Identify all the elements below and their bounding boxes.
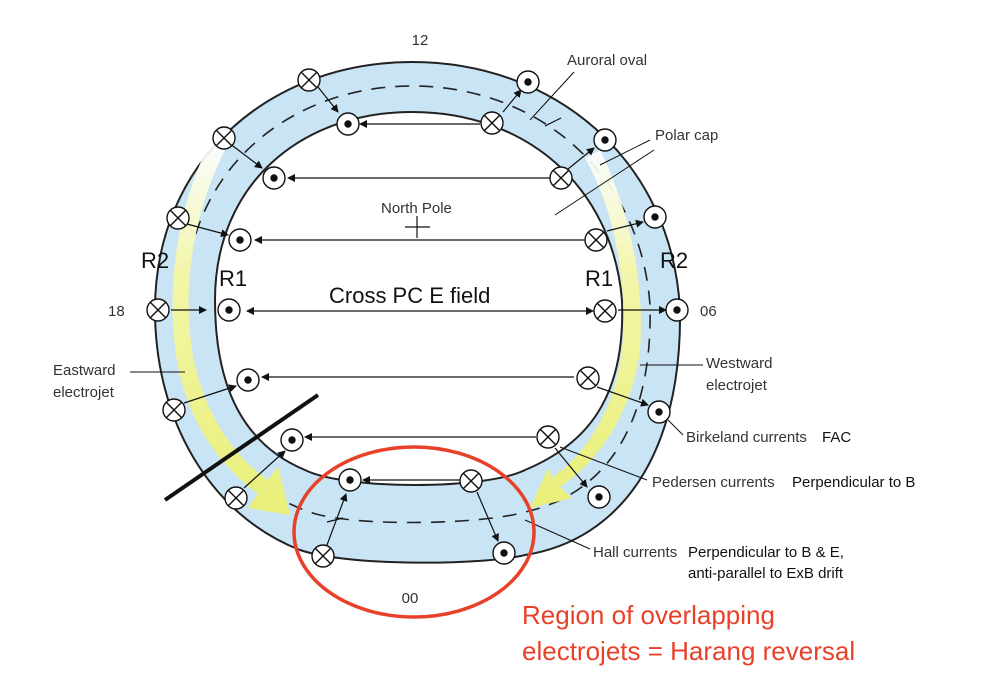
hall-note-2: anti-parallel to ExB drift: [688, 565, 844, 582]
into-page-icon: [146, 298, 170, 322]
r1-left-label: R1: [219, 266, 247, 291]
birkeland-note: FAC: [822, 429, 851, 446]
leader-lines: [130, 71, 703, 550]
harang-cut-line: [163, 393, 320, 502]
into-page-icon: [166, 206, 190, 230]
into-page-icon: [224, 486, 248, 510]
cross-pc-label: Cross PC E field: [329, 283, 490, 308]
into-page-icon: [480, 111, 504, 135]
eastward-label-2: electrojet: [53, 384, 115, 401]
into-page-icon: [459, 469, 483, 493]
out-of-page-icon: [262, 166, 286, 190]
hour-12-label: 12: [412, 32, 429, 49]
out-of-page-icon: [217, 298, 241, 322]
out-of-page-icon: [336, 112, 360, 136]
out-of-page-icon: [492, 541, 516, 565]
north-pole-label: North Pole: [381, 200, 452, 217]
polar-cap-label: Polar cap: [655, 127, 718, 144]
into-page-icon: [536, 425, 560, 449]
into-page-icon: [549, 166, 573, 190]
out-of-page-icon: [665, 298, 689, 322]
cross-pc-lines: [246, 120, 594, 484]
out-of-page-icon: [228, 228, 252, 252]
eastward-electrojet-arrow: [172, 142, 290, 515]
hall-note-1: Perpendicular to B & E,: [688, 544, 844, 561]
out-of-page-icon: [516, 70, 540, 94]
eastward-label-1: Eastward: [53, 362, 116, 379]
out-of-page-icon: [647, 400, 671, 424]
into-page-icon: [297, 68, 321, 92]
pedersen-note: Perpendicular to B: [792, 474, 915, 491]
westward-label-2: electrojet: [706, 377, 768, 394]
tick-marks: [326, 117, 562, 523]
r1-right-label: R1: [585, 266, 613, 291]
r2-right-label: R2: [660, 248, 688, 273]
out-of-page-icon: [643, 205, 667, 229]
out-of-page-icon: [338, 468, 362, 492]
birkeland-label: Birkeland currents: [686, 429, 807, 446]
current-into-page-symbols: [146, 68, 617, 568]
out-of-page-icon: [280, 428, 304, 452]
harang-text-line2: electrojets = Harang reversal: [522, 636, 855, 666]
harang-ellipse: [292, 445, 536, 619]
into-page-icon: [311, 544, 335, 568]
harang-text-line1: Region of overlapping: [522, 600, 775, 630]
into-page-icon: [162, 398, 186, 422]
r2-left-label: R2: [141, 248, 169, 273]
auroral-oval-label: Auroral oval: [567, 52, 647, 69]
hour-18-label: 18: [108, 303, 125, 320]
out-of-page-icon: [236, 368, 260, 392]
out-of-page-icon: [587, 485, 611, 509]
current-out-of-page-symbols: [217, 70, 689, 565]
hall-label: Hall currents: [593, 544, 677, 561]
hour-00-label: 00: [402, 590, 419, 607]
pedersen-label: Pedersen currents: [652, 474, 775, 491]
into-page-icon: [576, 366, 600, 390]
hour-06-label: 06: [700, 303, 717, 320]
fac-connectors: [171, 81, 667, 546]
into-page-icon: [212, 126, 236, 150]
oval-dashed-line: [184, 85, 651, 524]
out-of-page-icon: [593, 128, 617, 152]
westward-electrojet-arrow: [530, 150, 641, 508]
westward-label-1: Westward: [706, 355, 772, 372]
into-page-icon: [593, 299, 617, 323]
into-page-icon: [584, 228, 608, 252]
